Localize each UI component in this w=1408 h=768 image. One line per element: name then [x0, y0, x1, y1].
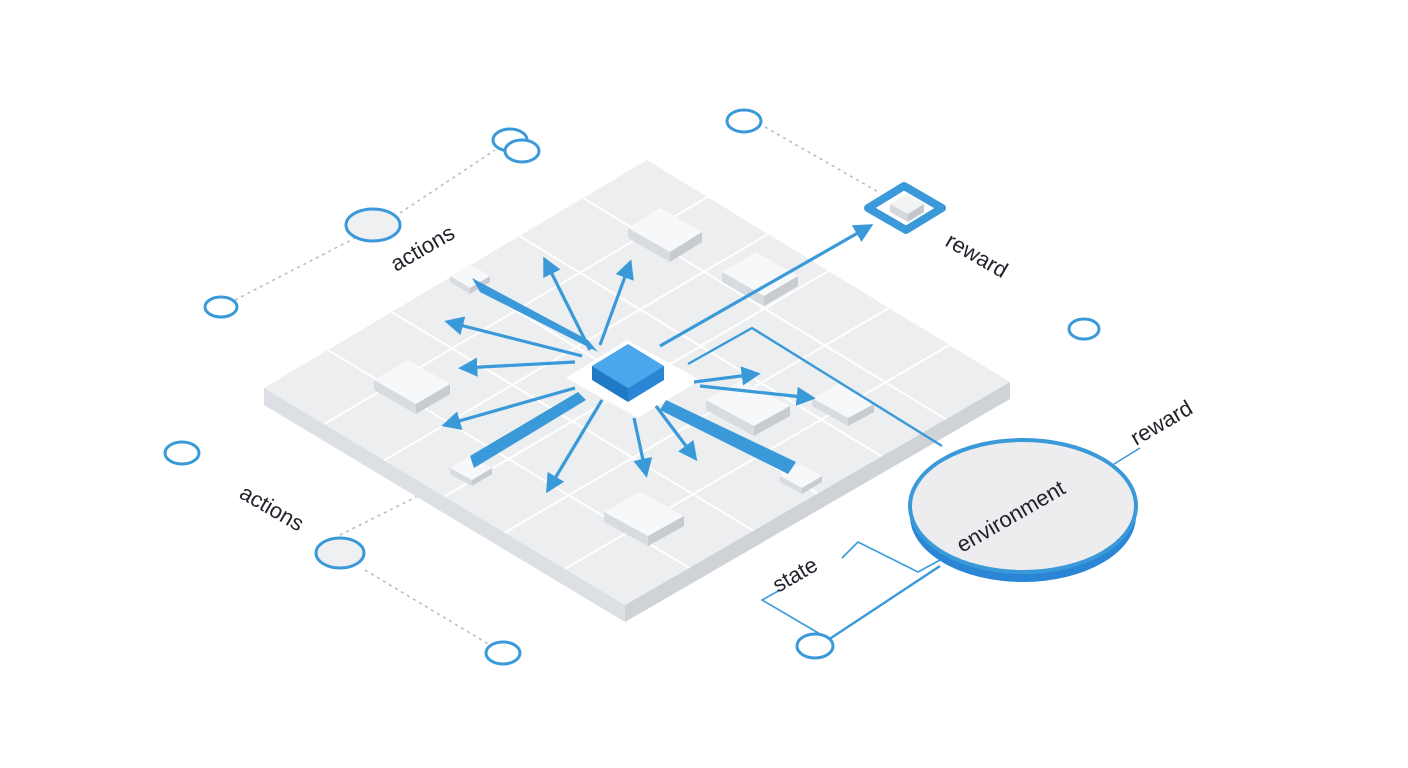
state-connector — [687, 326, 943, 448]
node-ring — [503, 138, 541, 164]
node-ring — [163, 440, 201, 466]
actions-label-bottom: actions — [236, 480, 309, 537]
reward-label-top: reward — [942, 228, 1013, 283]
reward-icon — [864, 182, 946, 234]
circle-nodes — [163, 108, 1101, 666]
tile-right — [706, 380, 790, 436]
environment-node — [908, 438, 1138, 582]
action-arrows — [441, 224, 874, 494]
tile-left — [374, 360, 450, 414]
agent-cube — [592, 344, 664, 402]
node-ring — [795, 632, 835, 660]
node-circle — [344, 207, 402, 243]
reward-leader-line — [1113, 447, 1141, 465]
tile-small-lower-left — [450, 456, 492, 486]
tile-right-top — [722, 252, 798, 306]
reward-label-right: reward — [1126, 395, 1197, 450]
state-label: state — [768, 552, 822, 598]
node-circle — [314, 536, 366, 570]
environment-to-state-line — [827, 564, 941, 642]
node-ring — [203, 295, 239, 319]
board-tiles — [374, 208, 874, 546]
tile-far-right — [812, 384, 874, 426]
state-bracket — [760, 541, 941, 635]
node-ring — [484, 640, 522, 666]
tile-bottom — [604, 492, 684, 546]
tile-top — [628, 208, 702, 262]
bar-arrows — [470, 278, 796, 474]
node-ring — [725, 108, 763, 134]
node-ring — [1067, 317, 1101, 341]
